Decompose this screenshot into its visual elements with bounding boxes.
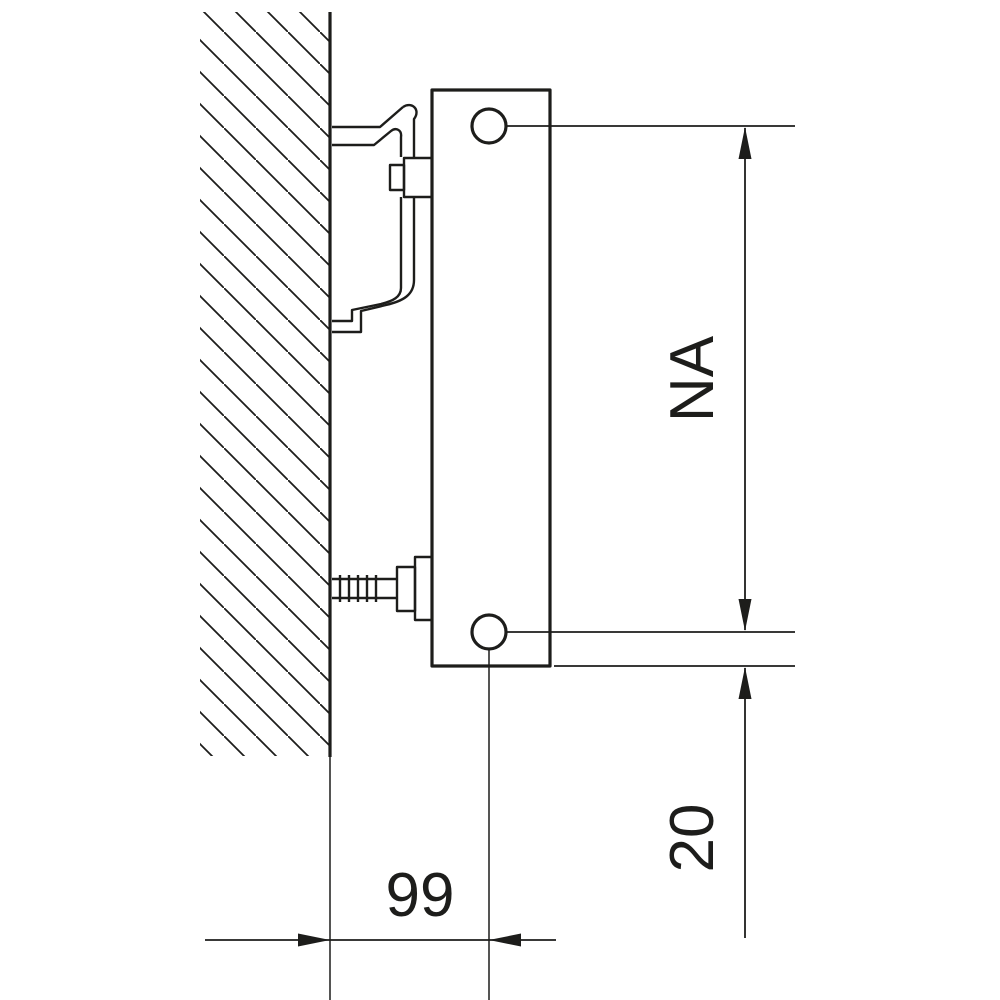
bracket-hook-outer (332, 106, 404, 129)
na-dimension: NA (658, 127, 752, 631)
distance-label: 99 (386, 861, 455, 930)
bracket-stud-neck (388, 163, 406, 192)
fixing-bolt (332, 555, 434, 622)
bottom-hub-circle (470, 613, 508, 651)
offset-label: 20 (658, 804, 727, 873)
offset-dimension: 20 (658, 667, 752, 938)
bracket-hook-tip (402, 103, 418, 157)
bracket-hook-inner (332, 128, 403, 157)
bolt-nut (395, 565, 417, 613)
radiator-body (430, 88, 552, 668)
bracket-stud (402, 156, 434, 199)
bracket-foot-outer (332, 279, 416, 334)
na-arrow-down (738, 599, 752, 631)
bracket-foot-inner (332, 287, 403, 323)
distance-arrow-left-pointing (489, 933, 521, 947)
distance-dimension: 99 (205, 650, 556, 1000)
top-hub-circle (470, 107, 508, 145)
bolt-flange (413, 555, 434, 622)
na-arrow-up (738, 127, 752, 159)
na-label: NA (658, 335, 727, 422)
mounting-bracket (332, 103, 434, 334)
distance-arrow-right-pointing (298, 933, 330, 947)
wall-hatching (200, 12, 330, 756)
